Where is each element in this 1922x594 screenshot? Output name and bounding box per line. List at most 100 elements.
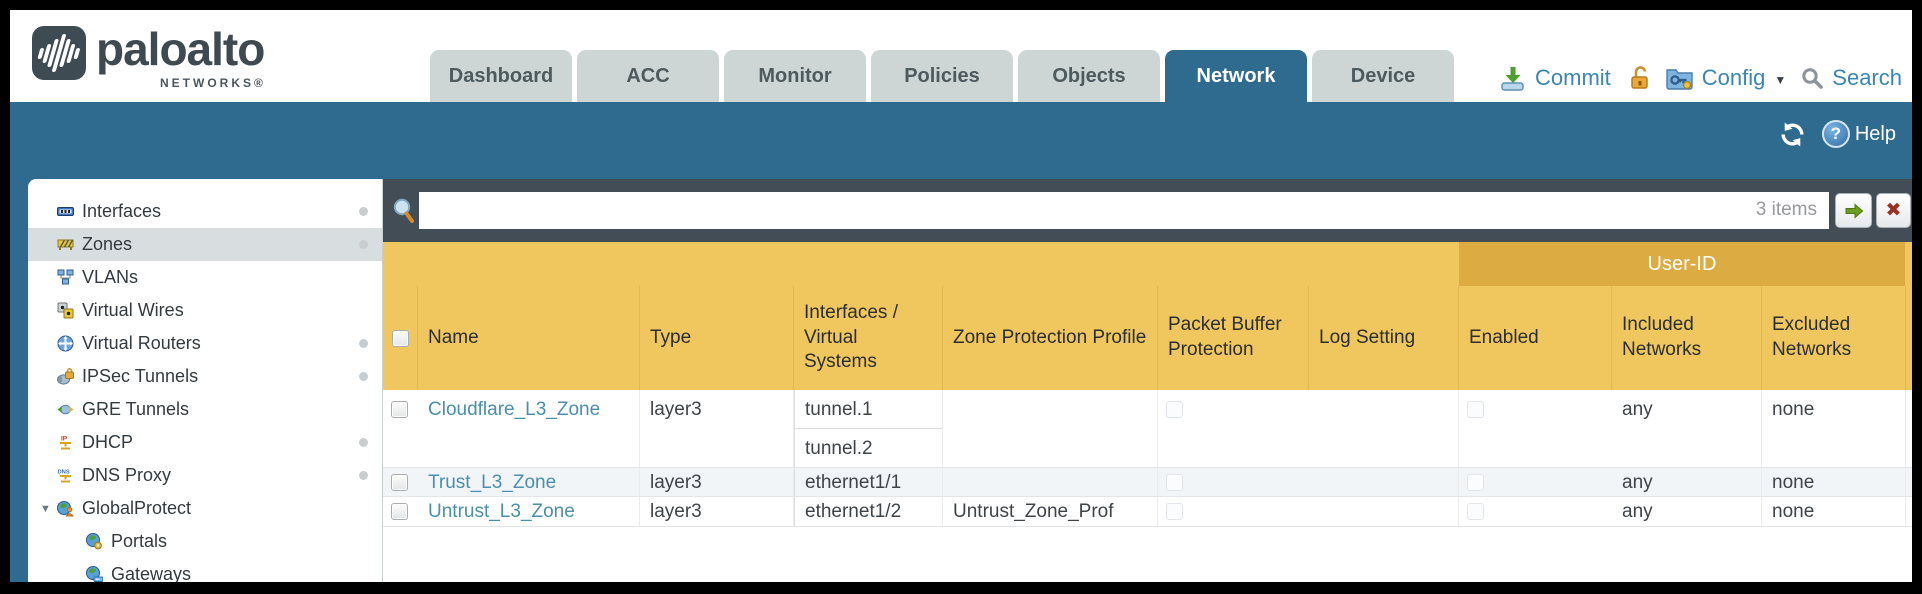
column-header-type[interactable]: Type: [640, 286, 794, 390]
column-header-enabled[interactable]: Enabled: [1459, 286, 1612, 390]
zone-name-link[interactable]: Untrust_L3_Zone: [428, 501, 575, 522]
zone-name-cell: Trust_L3_Zone: [418, 468, 640, 496]
network-sidebar: Interfaces Zones VLANs: [28, 179, 382, 582]
table-row: Trust_L3_Zone layer3 ethernet1/1 any non…: [383, 468, 1912, 497]
sidebar-item-label: DNS Proxy: [82, 465, 172, 485]
sidebar-item-globalprotect[interactable]: ▼ GlobalProtect: [28, 492, 382, 525]
column-header-packet-buffer-protection[interactable]: Packet Buffer Protection: [1158, 286, 1309, 390]
sidebar-item-ipsec-tunnels[interactable]: IPSec Tunnels: [28, 360, 382, 393]
sidebar-item-vlans[interactable]: VLANs: [28, 261, 382, 294]
filter-strip: 3 items ✖: [383, 179, 1912, 242]
row-checkbox[interactable]: [391, 401, 408, 418]
sidebar-item-dns-proxy[interactable]: DNS DNS Proxy: [28, 459, 382, 492]
lock-icon[interactable]: [1628, 66, 1651, 90]
config-icon: [1666, 69, 1693, 90]
row-checkbox[interactable]: [391, 503, 408, 520]
sidebar-item-portals[interactable]: Portals: [28, 525, 382, 558]
included-networks-cell: any: [1612, 390, 1762, 467]
sidebar-item-label: Virtual Routers: [82, 333, 201, 353]
zone-name-cell: Cloudflare_L3_Zone: [418, 390, 640, 467]
sidebar-item-gre-tunnels[interactable]: GRE Tunnels: [28, 393, 382, 426]
search-button[interactable]: Search: [1832, 65, 1902, 90]
log-setting-cell: [1309, 390, 1459, 467]
dhcp-icon: IP: [56, 434, 74, 451]
column-header-included-networks[interactable]: Included Networks: [1612, 286, 1762, 390]
interfaces-icon: [56, 203, 74, 220]
column-header-zone-protection-profile[interactable]: Zone Protection Profile: [943, 286, 1158, 390]
sidebar-item-zones[interactable]: Zones: [28, 228, 382, 261]
tab-acc[interactable]: ACC: [577, 50, 719, 102]
zone-name-link[interactable]: Trust_L3_Zone: [428, 472, 557, 493]
select-all-checkbox[interactable]: [391, 329, 409, 347]
sidebar-item-label: Virtual Wires: [82, 300, 184, 320]
column-header-interfaces[interactable]: Interfaces / Virtual Systems: [794, 286, 943, 390]
sidebar-item-label: Gateways: [111, 564, 192, 582]
help-label[interactable]: Help: [1854, 122, 1896, 145]
user-id-enabled-checkbox[interactable]: [1467, 474, 1484, 491]
zones-icon: [56, 236, 74, 253]
row-checkbox[interactable]: [391, 474, 408, 491]
sidebar-item-dhcp[interactable]: IP DHCP: [28, 426, 382, 459]
log-setting-cell: [1309, 497, 1459, 526]
config-menu-button[interactable]: Config: [1701, 65, 1766, 90]
config-caret-icon[interactable]: ▼: [1774, 73, 1787, 87]
dns-proxy-icon: DNS: [56, 467, 74, 484]
tab-dashboard[interactable]: Dashboard: [430, 50, 572, 102]
tab-policies[interactable]: Policies: [871, 50, 1013, 102]
zone-type-cell: layer3: [640, 468, 794, 496]
column-header-name[interactable]: Name: [418, 286, 640, 390]
zone-protection-profile-cell: [943, 468, 1158, 496]
sidebar-item-label: GlobalProtect: [82, 498, 192, 518]
clear-filter-button[interactable]: ✖: [1876, 193, 1911, 228]
svg-text:DNS: DNS: [57, 470, 69, 476]
apply-filter-button[interactable]: [1835, 193, 1872, 228]
column-header-excluded-networks[interactable]: Excluded Networks: [1762, 286, 1906, 390]
tab-objects[interactable]: Objects: [1018, 50, 1160, 102]
commit-icon: [1501, 66, 1524, 91]
sidebar-item-gateways[interactable]: Gateways: [28, 558, 382, 582]
table-row: Untrust_L3_Zone layer3 ethernet1/2 Untru…: [383, 497, 1912, 527]
ipsec-tunnels-icon: [56, 368, 74, 385]
expander-icon[interactable]: ▼: [40, 502, 51, 515]
column-header-log-setting[interactable]: Log Setting: [1309, 286, 1459, 390]
logo-waveform: [34, 34, 85, 72]
tab-device[interactable]: Device: [1312, 50, 1454, 102]
help-icon[interactable]: ?: [1821, 120, 1850, 148]
refresh-icon[interactable]: [1779, 121, 1806, 148]
log-setting-cell: [1309, 468, 1459, 496]
zone-protection-profile-cell: Untrust_Zone_Prof: [943, 497, 1158, 526]
user-id-enabled-checkbox[interactable]: [1467, 401, 1484, 418]
help-control[interactable]: ? Help: [1821, 120, 1896, 148]
packet-buffer-protection-checkbox[interactable]: [1166, 401, 1183, 418]
packet-buffer-protection-checkbox[interactable]: [1166, 503, 1183, 520]
zones-filter-input[interactable]: [419, 192, 1829, 229]
top-header: paloalto NETWORKS® Dashboard ACC Monitor…: [10, 10, 1912, 102]
zone-interfaces-cell: tunnel.1 tunnel.2: [794, 390, 943, 467]
vlans-icon: [56, 269, 74, 286]
sidebar-item-virtual-wires[interactable]: Virtual Wires: [28, 294, 382, 327]
gre-tunnels-icon: [56, 401, 74, 418]
tab-network[interactable]: Network: [1165, 50, 1307, 102]
band-tools: ? Help: [1779, 120, 1896, 148]
status-dot: [359, 372, 368, 381]
status-dot: [359, 240, 368, 249]
select-all-cell: [383, 286, 418, 390]
user-id-enabled-checkbox[interactable]: [1467, 503, 1484, 520]
packet-buffer-protection-checkbox[interactable]: [1166, 474, 1183, 491]
interface-item: tunnel.2: [805, 438, 873, 459]
included-networks-cell: any: [1612, 497, 1762, 526]
sidebar-item-interfaces[interactable]: Interfaces: [28, 195, 382, 228]
table-row: Cloudflare_L3_Zone layer3 tunnel.1 tunne…: [383, 390, 1912, 468]
interface-item: ethernet1/2: [805, 501, 902, 522]
filter-box: 3 items: [419, 192, 1829, 229]
excluded-networks-cell: none: [1762, 390, 1906, 467]
zone-interfaces-cell: ethernet1/2: [794, 497, 943, 526]
sidebar-item-label: VLANs: [82, 267, 139, 287]
sidebar-item-virtual-routers[interactable]: Virtual Routers: [28, 327, 382, 360]
globalprotect-icon: [56, 500, 74, 517]
red-x-icon: ✖: [1885, 200, 1902, 221]
tab-monitor[interactable]: Monitor: [724, 50, 866, 102]
commit-button[interactable]: Commit: [1535, 65, 1611, 90]
zone-name-link[interactable]: Cloudflare_L3_Zone: [428, 399, 601, 420]
